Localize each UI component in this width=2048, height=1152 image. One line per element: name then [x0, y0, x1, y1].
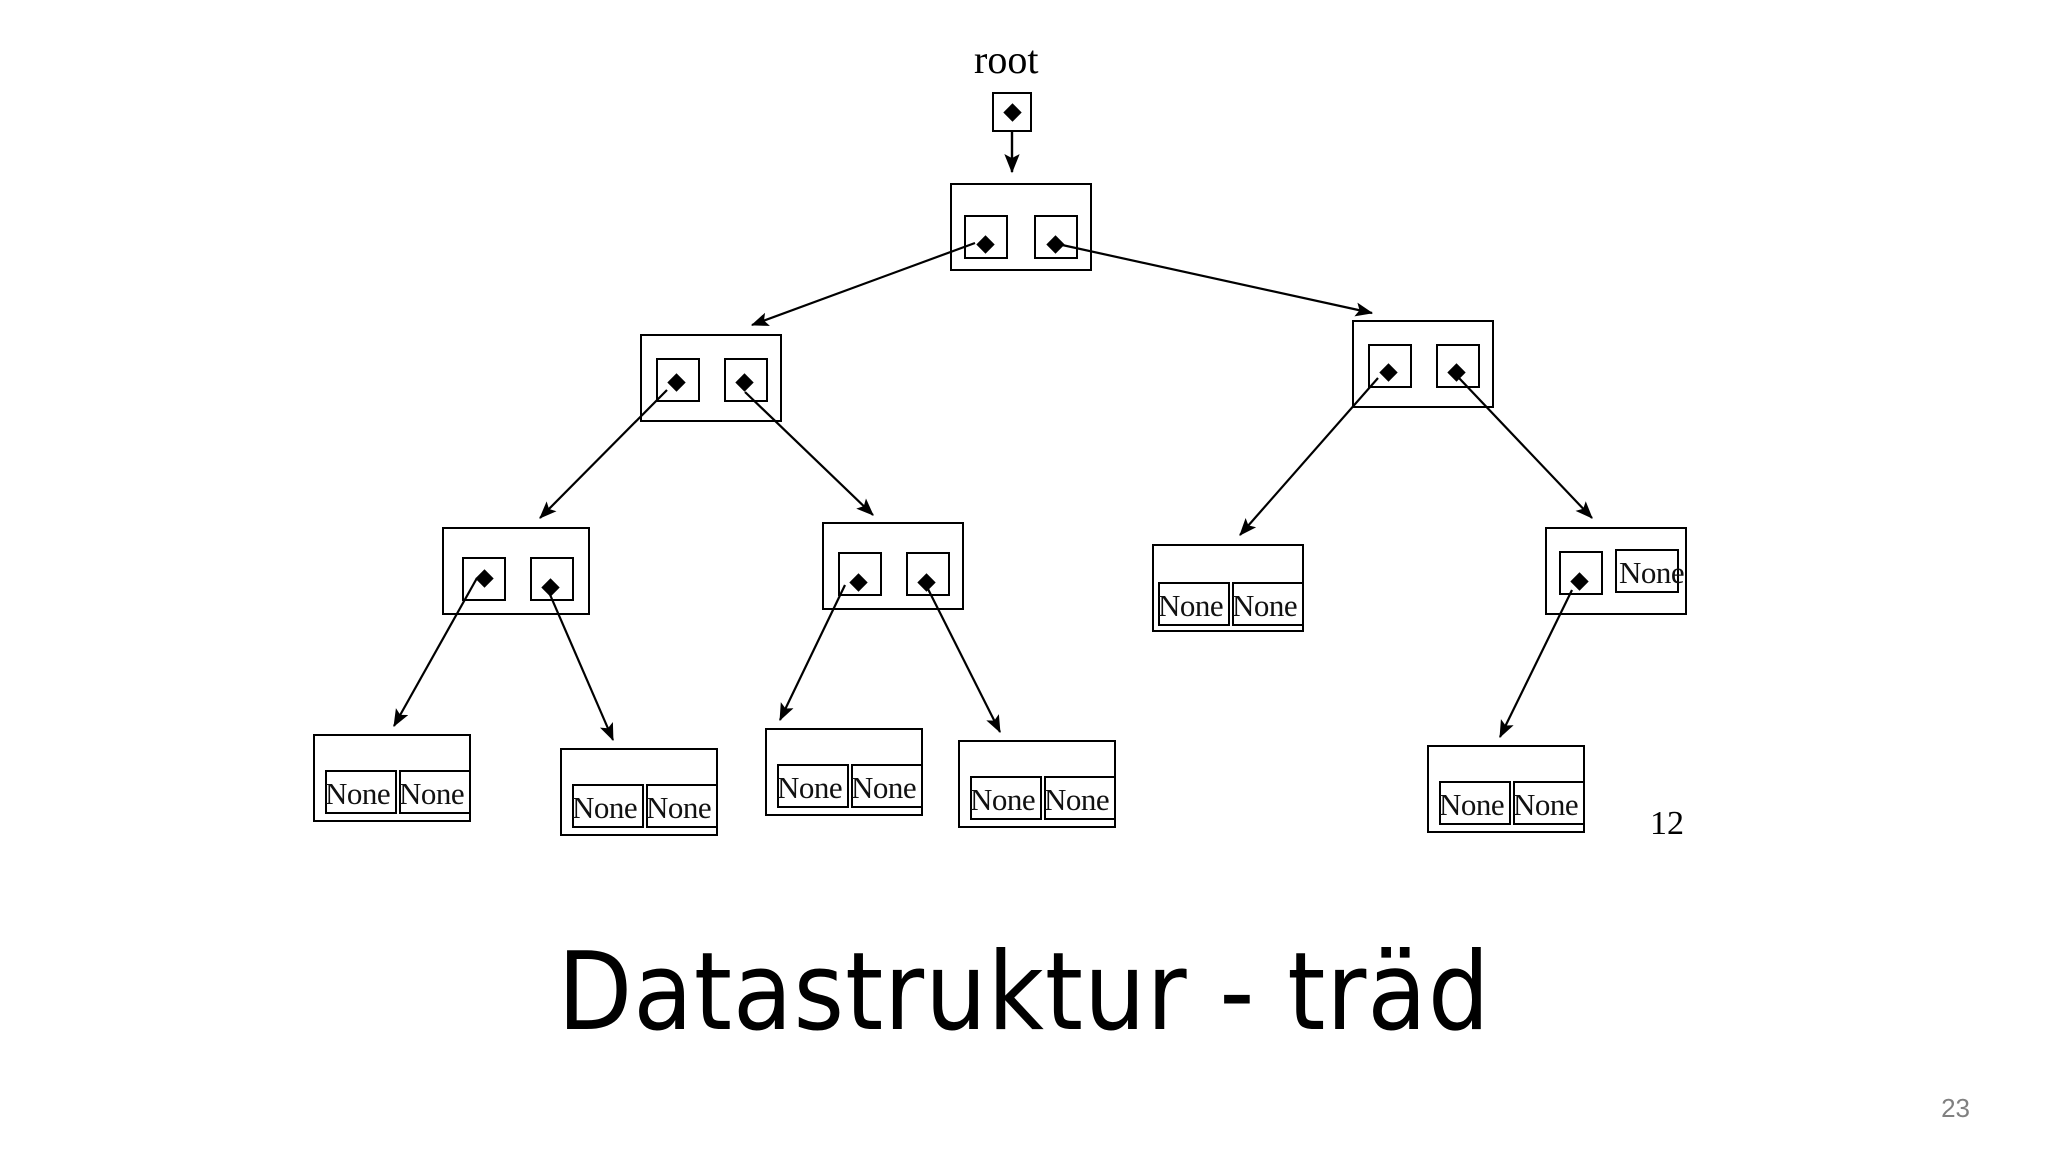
none-label: None	[851, 770, 917, 805]
figure-number: 12	[1650, 805, 1684, 842]
pointer-dot-icon	[1046, 235, 1065, 254]
cell-right[interactable]	[1034, 215, 1078, 259]
none-label: None	[572, 790, 638, 825]
none-label: None	[1232, 588, 1298, 623]
cell-left[interactable]: None	[1158, 582, 1230, 626]
node-root-pointer[interactable]	[992, 92, 1032, 132]
page-title: Datastruktur - träd	[557, 930, 1491, 1055]
cell-left[interactable]	[838, 552, 882, 596]
cell-right[interactable]: None	[399, 770, 471, 814]
edge-n1-left	[750, 241, 976, 327]
pointer-dot-icon	[849, 573, 868, 592]
none-label: None	[1044, 782, 1110, 817]
cell-left[interactable]: None	[572, 784, 644, 828]
pointer-dot-icon	[1003, 103, 1022, 122]
cell-right[interactable]: None	[851, 764, 923, 808]
node-n1[interactable]	[950, 183, 1092, 271]
cell-right[interactable]: None	[1615, 549, 1685, 593]
none-label: None	[646, 790, 712, 825]
cell-right[interactable]	[724, 358, 768, 402]
node-n3-b[interactable]	[822, 522, 964, 610]
pointer-dot-icon	[475, 569, 494, 588]
none-label: None	[777, 770, 843, 805]
node-n2-left[interactable]	[640, 334, 782, 422]
edge-n1-right	[1052, 241, 1374, 317]
none-label: None	[1619, 555, 1685, 590]
pointer-dot-icon	[1379, 363, 1398, 382]
root-label: root	[974, 37, 1039, 82]
node-leaf-5[interactable]: None None	[1427, 745, 1585, 833]
cell-left[interactable]	[462, 557, 506, 601]
node-leaf-3[interactable]: None None	[765, 728, 923, 816]
node-leaf-4[interactable]: None None	[958, 740, 1116, 828]
node-n3-c[interactable]: None None	[1152, 544, 1304, 632]
pointer-dot-icon	[667, 373, 686, 392]
none-label: None	[1158, 588, 1224, 623]
node-n2-right[interactable]	[1352, 320, 1494, 408]
cell-left[interactable]	[656, 358, 700, 402]
cell-left[interactable]: None	[325, 770, 397, 814]
node-n3-a[interactable]	[442, 527, 590, 615]
none-label: None	[1439, 787, 1505, 822]
cell-left[interactable]	[1368, 344, 1412, 388]
cell-right[interactable]: None	[1044, 776, 1116, 820]
pointer-dot-icon	[541, 578, 560, 597]
none-label: None	[1513, 787, 1579, 822]
cell-right[interactable]	[530, 557, 574, 601]
cell-right[interactable]: None	[1513, 781, 1585, 825]
pointer-dot-icon	[1447, 363, 1466, 382]
cell-left[interactable]: None	[777, 764, 849, 808]
tree-diagram: root	[313, 37, 1687, 842]
node-leaf-2[interactable]: None None	[560, 748, 718, 836]
cell-left[interactable]	[964, 215, 1008, 259]
none-label: None	[970, 782, 1036, 817]
pointer-dot-icon	[917, 573, 936, 592]
pointer-dot-icon	[976, 235, 995, 254]
cell-right[interactable]: None	[646, 784, 718, 828]
cell-right[interactable]	[1436, 344, 1480, 388]
slide-number: 23	[1941, 1093, 1970, 1123]
none-label: None	[325, 776, 391, 811]
node-leaf-1[interactable]: None None	[313, 734, 471, 822]
none-label: None	[399, 776, 465, 811]
pointer-dot-icon	[735, 373, 754, 392]
cell-left[interactable]: None	[970, 776, 1042, 820]
cell-left[interactable]	[1559, 551, 1603, 595]
cell-right[interactable]	[906, 552, 950, 596]
cell-left[interactable]: None	[1439, 781, 1511, 825]
pointer-dot-icon	[1570, 572, 1589, 591]
node-n3-d[interactable]: None	[1545, 527, 1687, 615]
cell-right[interactable]: None	[1232, 582, 1304, 626]
